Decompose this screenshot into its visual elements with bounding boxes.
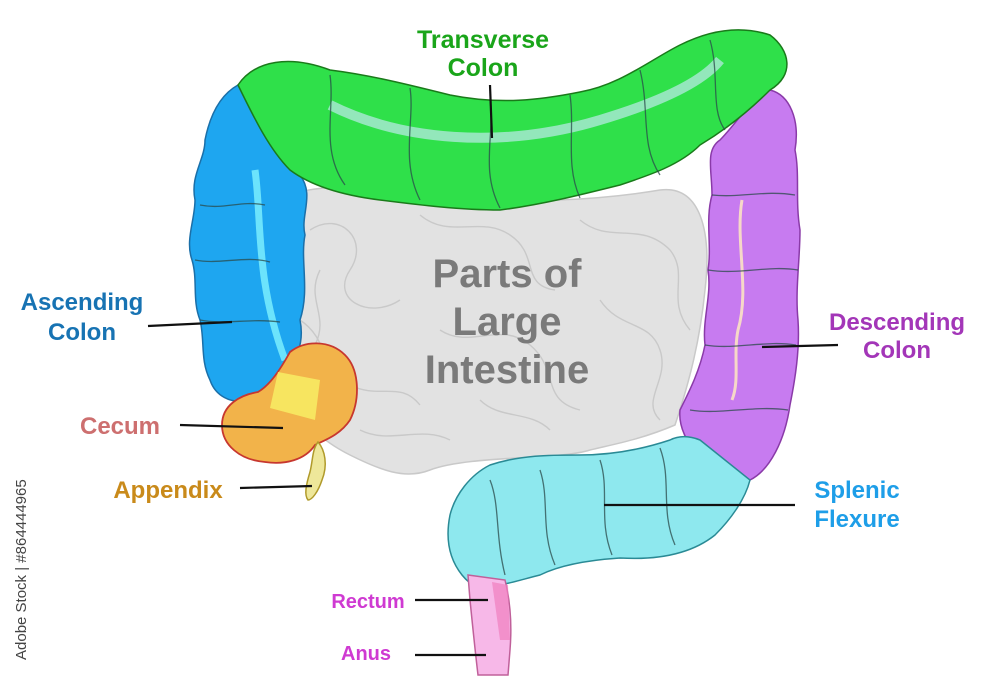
leader-ascending: [147, 320, 233, 328]
rectum: [467, 574, 512, 676]
label-ascending-line-1: Ascending: [21, 289, 144, 316]
label-descending-line-2: Colon: [863, 337, 931, 364]
leader-transverse: [488, 84, 494, 139]
diagram-title: Parts of Large Intestine: [425, 252, 589, 392]
label-ascending-line-2: Colon: [48, 319, 116, 346]
title-line-3: Intestine: [425, 348, 589, 392]
label-anus: Anus: [341, 643, 391, 665]
leader-lines: [147, 84, 839, 657]
label-cecum: Cecum: [80, 413, 160, 440]
small-intestine: [280, 186, 708, 475]
label-descending-line-1: Descending: [829, 309, 965, 336]
label-splenic-line-2: Flexure: [814, 506, 899, 533]
label-transverse-line-2: Colon: [448, 54, 519, 82]
transverse-colon: [237, 29, 788, 211]
label-splenic-flexure: Splenic Flexure: [814, 477, 899, 533]
title-line-2: Large: [453, 300, 562, 344]
leader-descending: [761, 343, 839, 349]
label-transverse-colon: Transverse Colon: [417, 26, 549, 82]
leader-appendix: [239, 484, 313, 490]
stock-watermark: Adobe Stock | #864444965: [13, 479, 30, 660]
title-line-1: Parts of: [433, 252, 583, 296]
label-ascending-colon: Ascending Colon: [21, 289, 144, 346]
splenic-flexure: [447, 435, 751, 590]
leader-cecum: [179, 423, 284, 430]
label-appendix: Appendix: [113, 477, 223, 504]
cecum: [221, 342, 358, 464]
label-descending-colon: Descending Colon: [829, 309, 965, 364]
label-splenic-line-1: Splenic: [814, 477, 899, 504]
label-rectum: Rectum: [331, 591, 404, 613]
label-transverse-line-1: Transverse: [417, 26, 549, 54]
